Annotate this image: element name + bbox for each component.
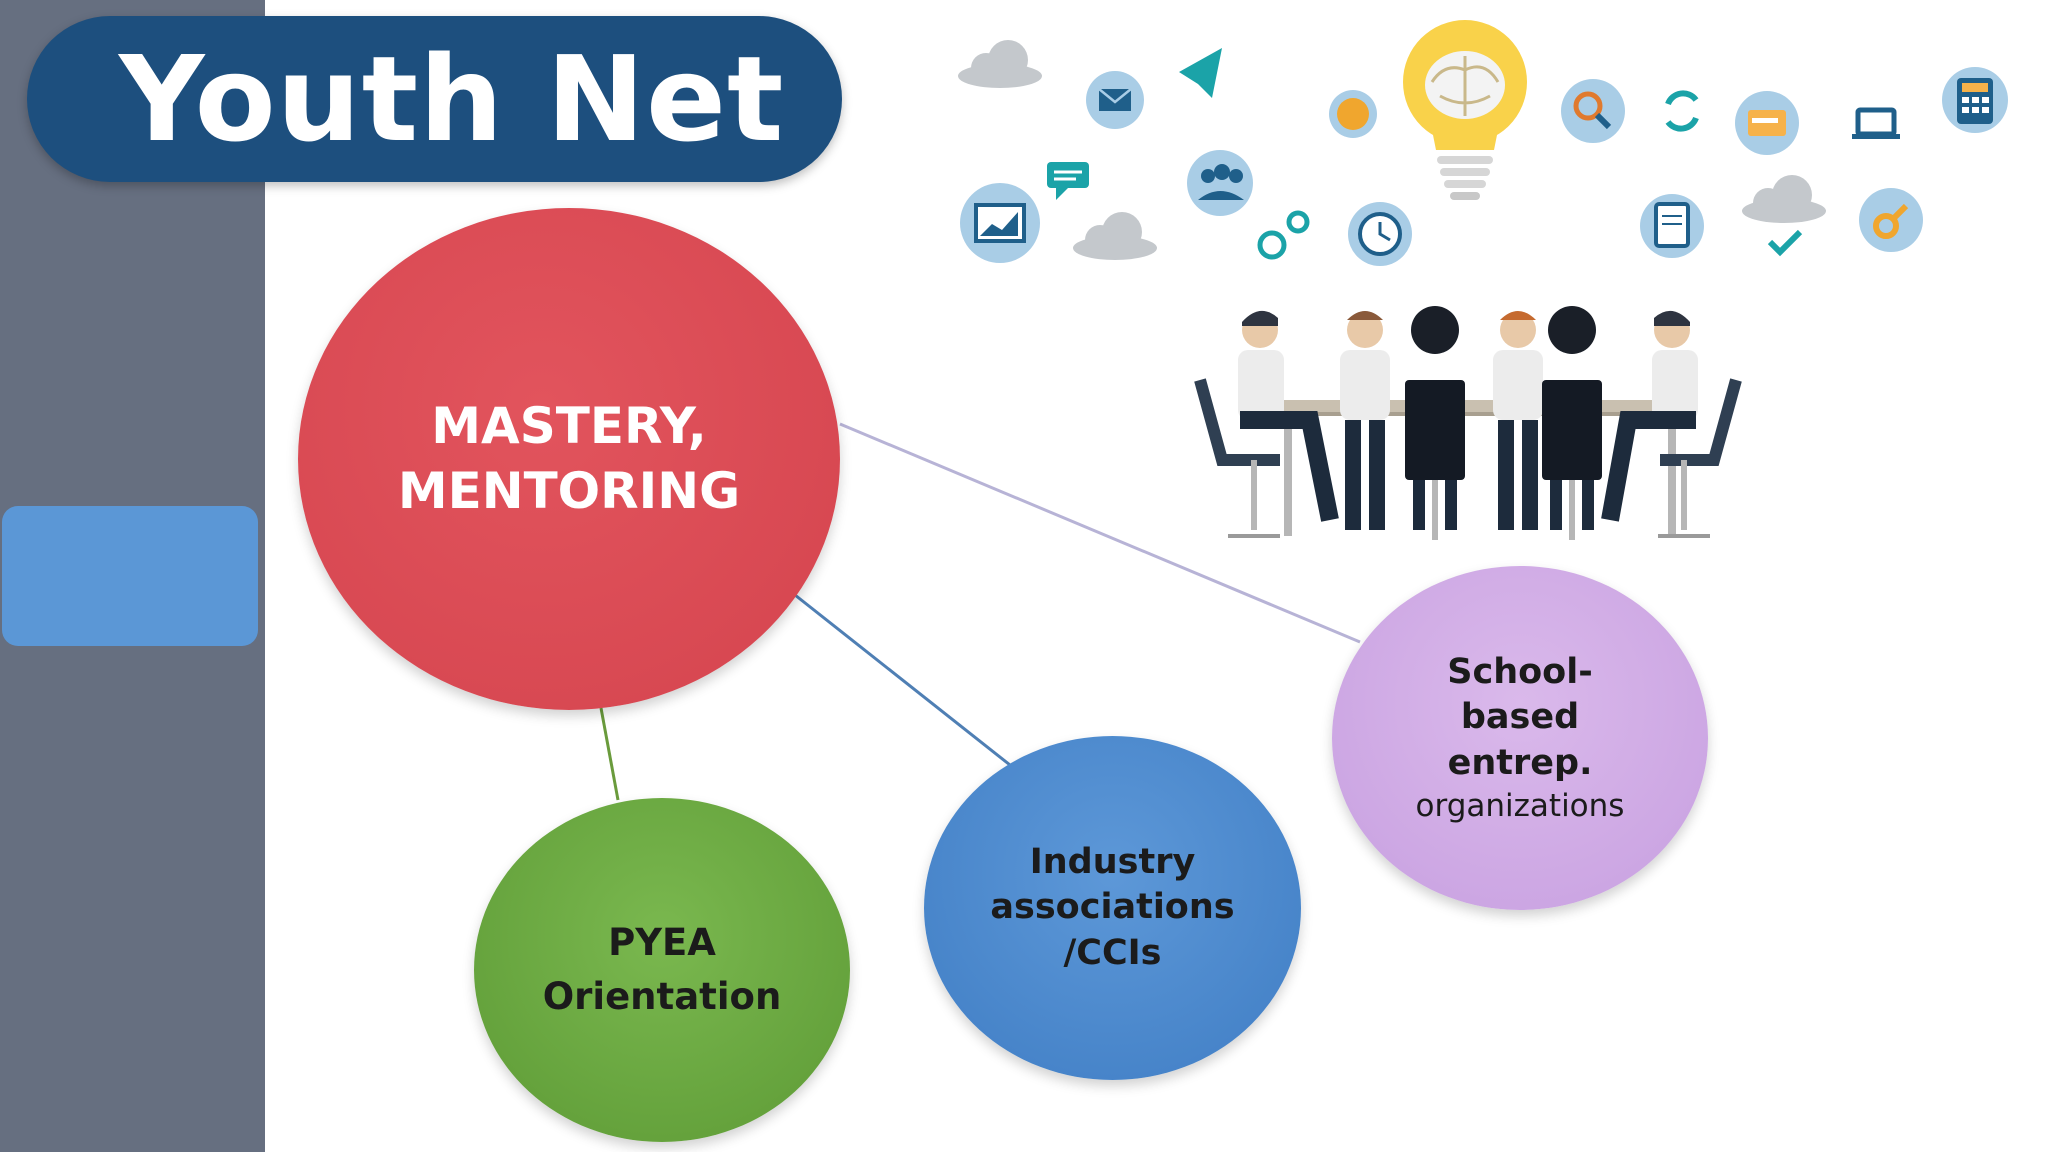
coin-icon bbox=[1329, 90, 1377, 138]
industry-associations-bubble: Industry associations /CCIs bbox=[924, 736, 1301, 1080]
paper-plane-icon bbox=[1179, 48, 1222, 98]
school-label-line2: based bbox=[1460, 697, 1580, 738]
sidebar-blue-box bbox=[2, 506, 258, 646]
industry-label-line1: Industry bbox=[1029, 841, 1196, 882]
envelope-icon bbox=[1086, 71, 1144, 129]
mastery-label-line1: MASTERY, bbox=[431, 397, 707, 455]
calculator-icon bbox=[1942, 67, 2008, 133]
pyea-label-line2: Orientation bbox=[542, 975, 782, 1018]
business-illustration bbox=[958, 20, 2008, 540]
lightbulb-brain-icon bbox=[1403, 20, 1527, 200]
industry-label-line2: associations bbox=[990, 887, 1235, 928]
school-label-line4: organizations bbox=[1415, 788, 1625, 825]
connector-mastery-industry bbox=[794, 593, 1011, 767]
gears-icon bbox=[1257, 210, 1310, 260]
clipboard-icon bbox=[1640, 194, 1704, 258]
mastery-label-line2: MENTORING bbox=[397, 462, 741, 520]
page-title: Youth Net bbox=[119, 30, 785, 168]
industry-label-line3: /CCIs bbox=[1063, 932, 1162, 973]
cloud-check-icon bbox=[1742, 175, 1826, 257]
card-icon bbox=[1735, 91, 1799, 155]
clock-icon bbox=[1348, 202, 1412, 266]
connector-mastery-school bbox=[839, 422, 1361, 644]
school-based-entrep-bubble: School- based entrep. organizations bbox=[1332, 566, 1708, 910]
cloud-icon bbox=[1073, 212, 1157, 260]
chat-icon bbox=[1047, 162, 1089, 200]
connector-mastery-pyea bbox=[599, 707, 620, 801]
cloud-icon bbox=[958, 40, 1042, 88]
pyea-orientation-bubble: PYEA Orientation bbox=[474, 798, 850, 1142]
pyea-label-line1: PYEA bbox=[608, 921, 716, 965]
team-icon bbox=[1187, 150, 1253, 216]
chart-icon bbox=[960, 183, 1040, 263]
school-label-line3: entrep. bbox=[1447, 742, 1593, 783]
magnifier-icon bbox=[1561, 79, 1625, 143]
wrench-icon bbox=[1859, 188, 1923, 252]
team-meeting-scene bbox=[1194, 306, 1742, 540]
mastery-mentoring-bubble: MASTERY, MENTORING bbox=[298, 208, 840, 710]
refresh-icon bbox=[1665, 90, 1699, 132]
title-banner: Youth Net bbox=[27, 16, 842, 182]
school-label-line1: School- bbox=[1447, 651, 1593, 692]
laptop-icon bbox=[1852, 107, 1900, 139]
